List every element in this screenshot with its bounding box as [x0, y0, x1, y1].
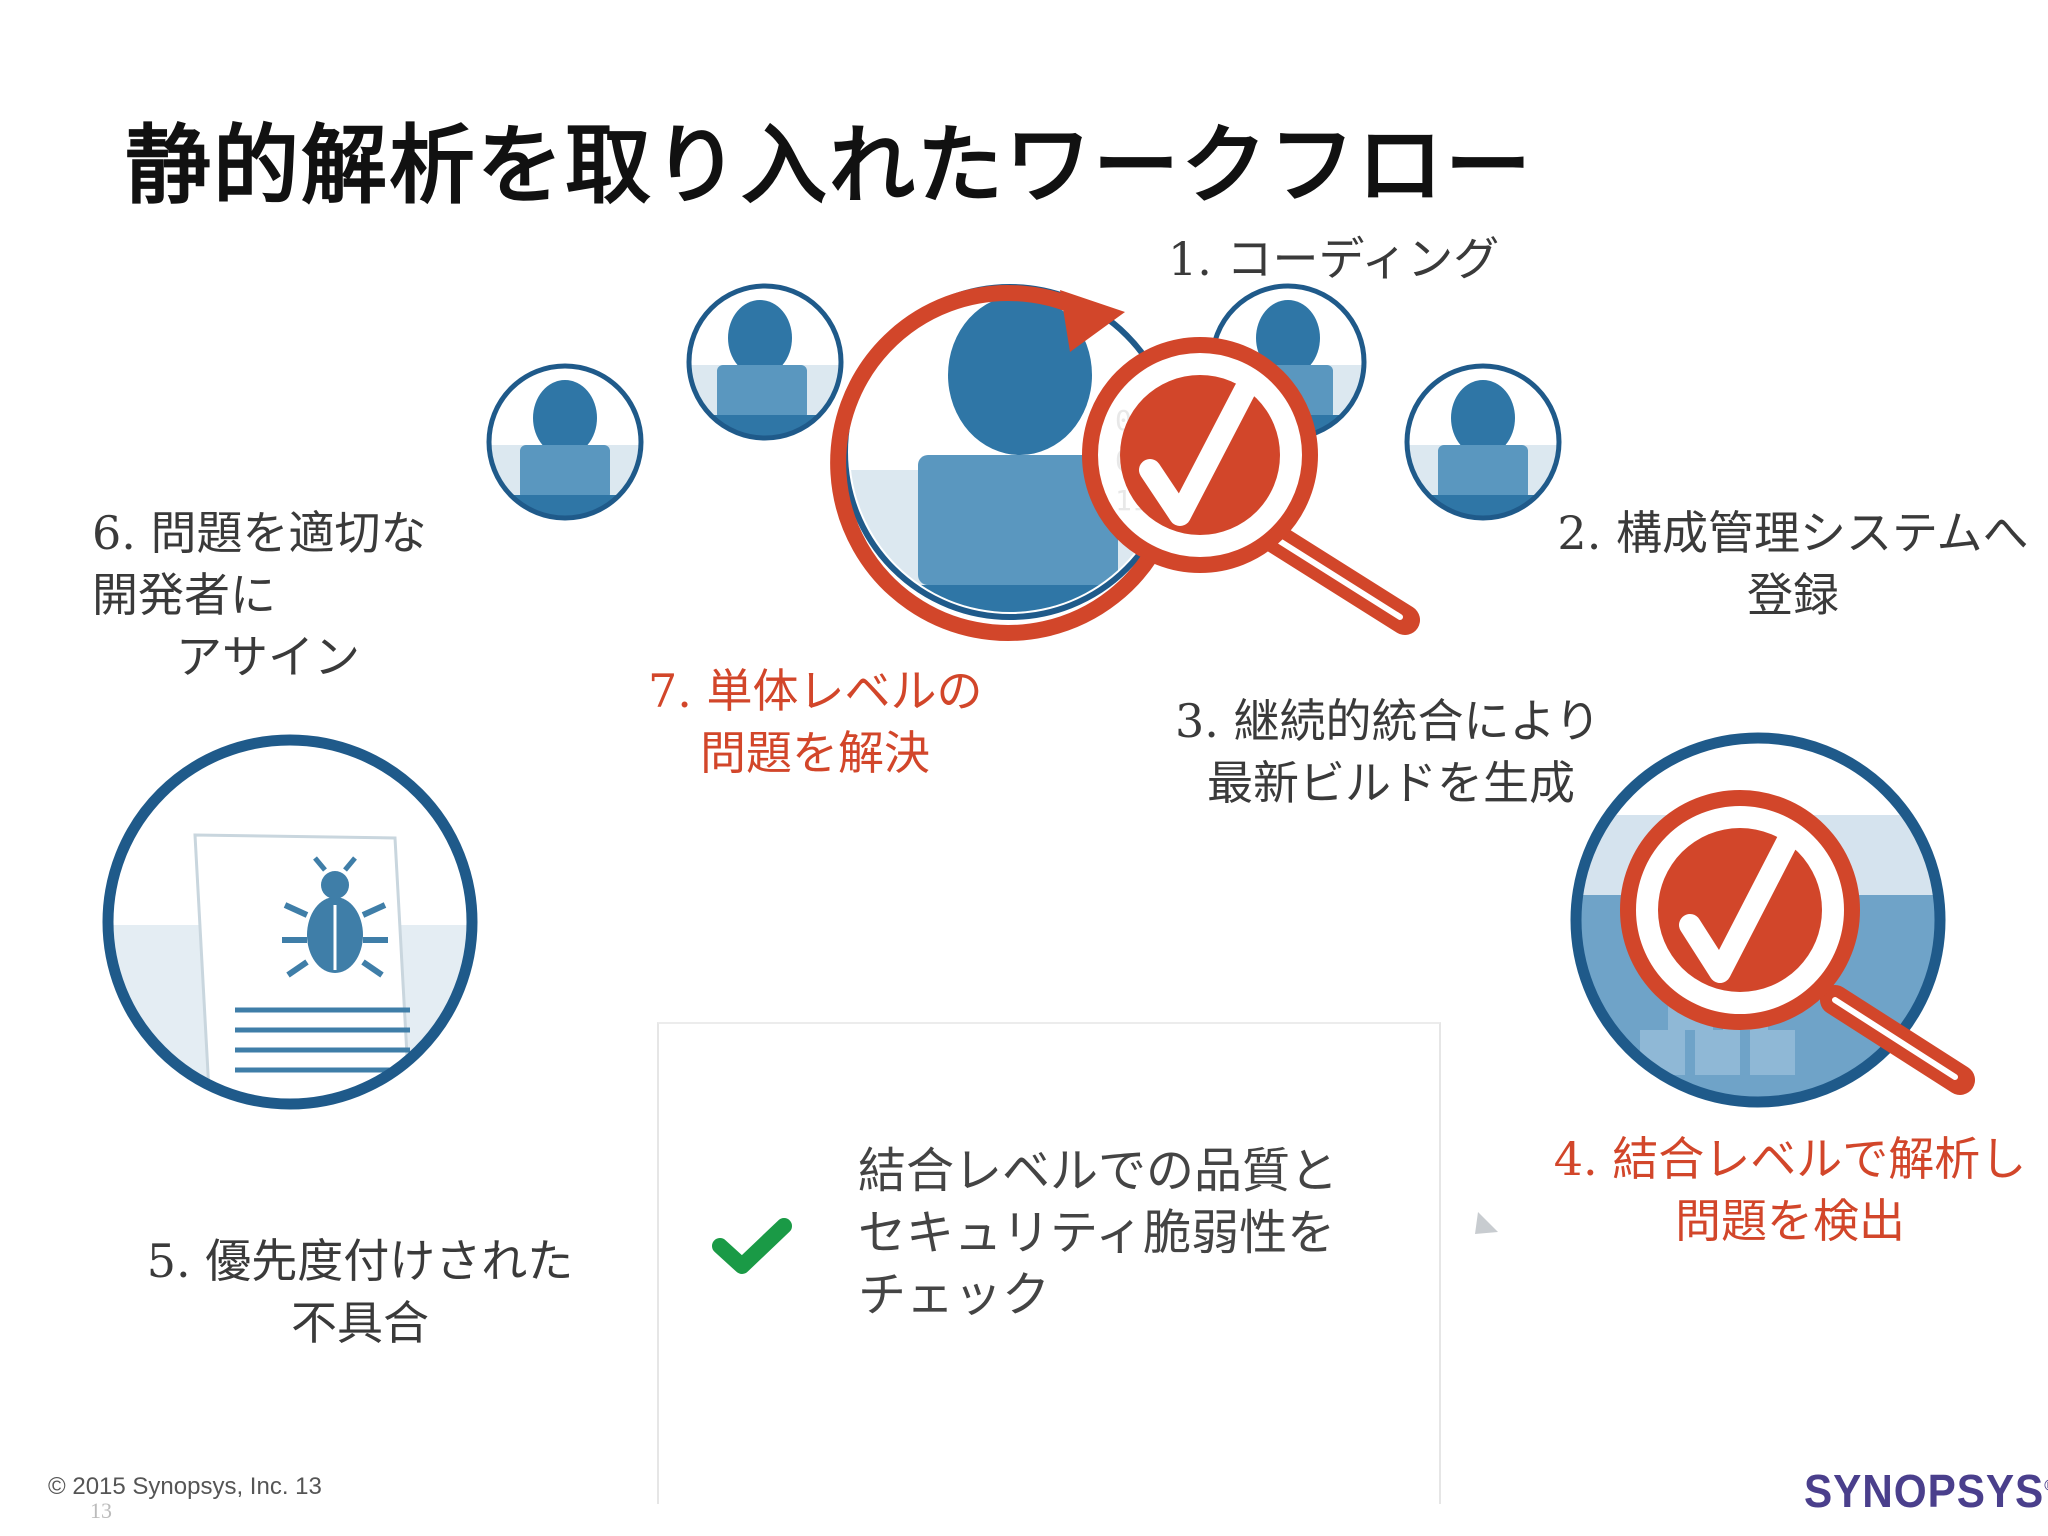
step-7-line-1: 単体レベルの — [706, 664, 983, 718]
footer-copyright: © 2015 Synopsys, Inc. 13 — [48, 1473, 322, 1500]
page-title: 静的解析を取り入れたワークフロー — [125, 116, 1533, 216]
step-5: 5. 優先度付けされた 不具合 — [130, 1230, 590, 1354]
check-line-1: 結合レベルでの品質と — [858, 1143, 1339, 1199]
developer-icon — [686, 283, 844, 441]
step-5-line-2: 不具合 — [291, 1296, 429, 1350]
step-2-number: 2. — [1557, 506, 1602, 560]
step-7: 7. 単体レベルの 問題を解決 — [648, 660, 983, 784]
pointer-icon — [1475, 1212, 1498, 1234]
check-mark-icon — [712, 1218, 792, 1274]
step-3-number: 3. — [1175, 694, 1219, 748]
step-4-number: 4. — [1553, 1132, 1598, 1186]
step-3-line-1: 継続的統合により — [1233, 694, 1601, 748]
step-4-line-2: 問題を検出 — [1675, 1194, 1905, 1248]
step-3-line-2: 最新ビルドを生成 — [1207, 756, 1575, 810]
check-line-3: チェック — [858, 1267, 1051, 1323]
step-3: 3. 継続的統合により 最新ビルドを生成 — [1175, 690, 1601, 814]
logo-text: SYNOPSYS — [1804, 1465, 2045, 1517]
step-4-line-1: 結合レベルで解析し — [1612, 1132, 2027, 1186]
magnifier-check-icon: 010110 0000001 1101100 — [1082, 337, 1420, 635]
step-1: 1. コーディング — [1168, 228, 1499, 290]
developer-icon — [1404, 363, 1562, 521]
step-2-line-1: 構成管理システムへ — [1615, 506, 2029, 560]
step-6-number: 6. — [92, 506, 136, 560]
page-number-small: 13 — [90, 1498, 112, 1523]
step-1-number: 1. — [1168, 232, 1212, 286]
step-4: 4. 結合レベルで解析し 問題を検出 — [1540, 1128, 2040, 1252]
step-6-line-1: 問題を適切な — [150, 506, 427, 560]
check-card-text: 結合レベルでの品質と セキュリティ脆弱性を チェック — [858, 1140, 1338, 1326]
logo-mark: ® — [2044, 1478, 2048, 1495]
magnifier-check-icon — [1570, 732, 1975, 1108]
step-1-text: コーディング — [1226, 232, 1500, 286]
step-5-number: 5. — [146, 1234, 191, 1288]
refresh-arrow-icon — [830, 285, 1186, 641]
check-line-2: セキュリティ脆弱性を — [858, 1205, 1336, 1261]
step-2: 2. 構成管理システムへ 登録 — [1548, 502, 2038, 626]
step-7-line-2: 問題を解決 — [700, 726, 930, 780]
bug-report-icon — [102, 734, 478, 1110]
step-6: 6. 問題を適切な 開発者に アサイン — [92, 502, 427, 688]
step-6-line-3: アサイン — [176, 630, 360, 684]
check-card — [657, 1022, 1441, 1504]
step-6-line-2: 開発者に — [92, 568, 276, 622]
step-2-line-2: 登録 — [1747, 568, 1839, 622]
synopsys-logo: SYNOPSYS® — [1804, 1464, 2048, 1518]
developer-icon — [486, 363, 644, 521]
step-5-line-1: 優先度付けされた — [205, 1234, 574, 1288]
step-7-number: 7. — [648, 664, 692, 718]
